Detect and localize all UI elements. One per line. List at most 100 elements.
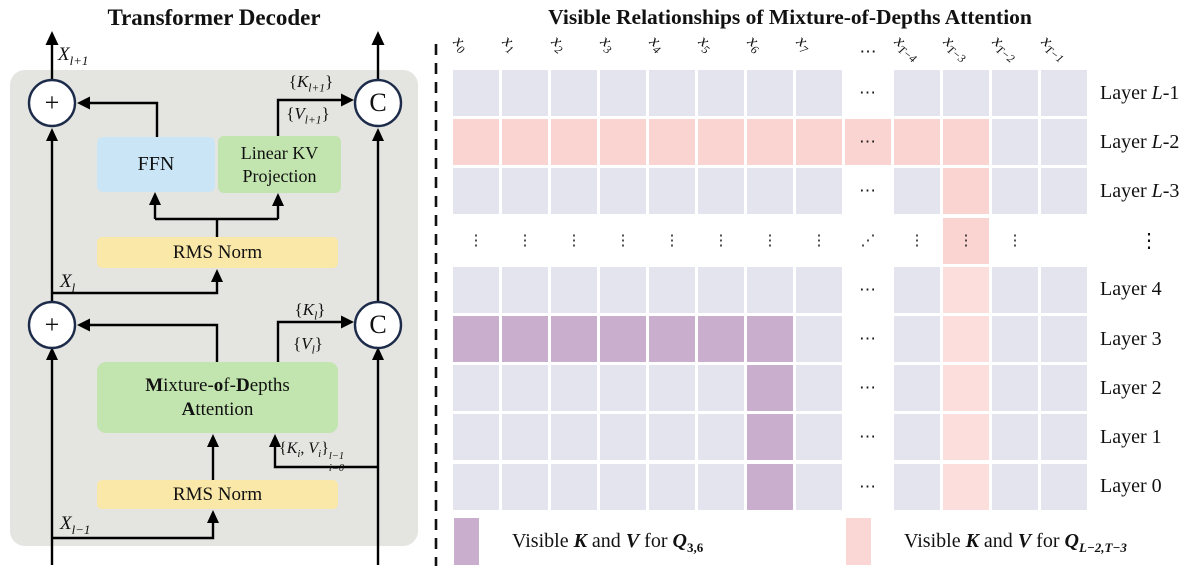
rms-norm-top-label: RMS Norm bbox=[172, 241, 263, 263]
grid-cell: ⋯ bbox=[845, 119, 891, 166]
grid-cell bbox=[747, 365, 793, 412]
grid-cell bbox=[649, 414, 695, 461]
ellipsis-glyph: ⋮ bbox=[1007, 233, 1023, 250]
grid-cell bbox=[894, 119, 940, 166]
grid-cell bbox=[894, 463, 940, 510]
grid-cell bbox=[747, 119, 793, 166]
header-ellipsis: ⋯ bbox=[859, 42, 877, 61]
grid-cell bbox=[747, 463, 793, 510]
grid-cell bbox=[894, 316, 940, 362]
grid-cell bbox=[453, 168, 499, 215]
legend-label-q36: Visible K and V for Q3,6 bbox=[512, 530, 704, 555]
grid-cell: ⋮ bbox=[796, 218, 842, 264]
grid-cell bbox=[453, 70, 499, 116]
grid-cell bbox=[600, 365, 646, 412]
grid-cell bbox=[943, 70, 989, 116]
grid-cell bbox=[894, 168, 940, 215]
grid-cell bbox=[453, 414, 499, 461]
grid-cell bbox=[551, 119, 597, 166]
grid-cell bbox=[698, 119, 744, 166]
grid-cell bbox=[943, 316, 989, 362]
grid-cell bbox=[992, 316, 1038, 362]
grid-cell bbox=[1041, 70, 1087, 116]
grid-cell: ⋯ bbox=[845, 414, 891, 460]
grid-cell bbox=[698, 316, 744, 362]
row-label-dots: ⋮ bbox=[1139, 230, 1159, 253]
grid-cell bbox=[992, 119, 1038, 166]
ellipsis-glyph: ⋮ bbox=[664, 233, 680, 250]
v-cur-label: {Vl} bbox=[293, 334, 323, 357]
ellipsis-glyph: ⋯ bbox=[859, 329, 877, 348]
concat-operator-bottom: C bbox=[369, 310, 387, 339]
concat-operator-top: C bbox=[369, 88, 387, 117]
grid-cell bbox=[453, 365, 499, 412]
grid-cell bbox=[453, 316, 499, 362]
grid-cell: ⋯ bbox=[845, 316, 891, 362]
ellipsis-glyph: ⋯ bbox=[859, 378, 877, 398]
grid-cell bbox=[502, 414, 548, 461]
ffn-label: FFN bbox=[137, 153, 175, 175]
row-label: Layer 1 bbox=[1100, 425, 1162, 448]
grid-cell bbox=[551, 316, 597, 362]
k-cur-label: {Kl} bbox=[294, 300, 326, 323]
row-label: Layer 3 bbox=[1100, 327, 1162, 350]
row-label: Layer 4 bbox=[1100, 278, 1162, 301]
grid-cell bbox=[992, 70, 1038, 116]
grid-cell bbox=[747, 316, 793, 362]
signal-lines bbox=[50, 42, 380, 565]
grid-cell bbox=[698, 266, 744, 313]
grid-cell bbox=[600, 70, 646, 116]
ellipsis-glyph: ⋰ bbox=[860, 233, 876, 250]
grid-cell bbox=[600, 316, 646, 362]
grid-cell bbox=[943, 463, 989, 510]
grid-cell bbox=[502, 463, 548, 510]
rms-norm-bottom-box bbox=[97, 480, 338, 509]
grid-cell bbox=[698, 365, 744, 412]
k-next-label: {Kl+1} bbox=[288, 72, 334, 95]
ellipsis-glyph: ⋮ bbox=[811, 233, 827, 250]
grid-cell: ⋮ bbox=[551, 218, 597, 264]
grid-cell bbox=[649, 168, 695, 215]
add-operator-top: + bbox=[44, 88, 60, 117]
grid-cell bbox=[992, 168, 1038, 215]
legend-label-ql2t3: Visible K and V for QL−2,T−3 bbox=[904, 530, 1127, 555]
grid-cell bbox=[747, 70, 793, 116]
grid-cell bbox=[1041, 316, 1087, 362]
grid-cell: ⋮ bbox=[453, 218, 499, 264]
add-circle-top bbox=[27, 78, 77, 128]
grid-cell: ⋮ bbox=[992, 218, 1038, 264]
grid-cell: ⋰ bbox=[845, 218, 891, 264]
grid-cell bbox=[649, 463, 695, 510]
grid-cell bbox=[551, 266, 597, 313]
ellipsis-glyph: ⋮ bbox=[958, 233, 974, 250]
grid-cell bbox=[600, 168, 646, 215]
grid-cell bbox=[453, 119, 499, 166]
legend-swatch-ql2t3 bbox=[846, 518, 871, 565]
grid-cell bbox=[1041, 168, 1087, 215]
grid-cell: ⋯ bbox=[845, 464, 891, 510]
grid-cell bbox=[649, 70, 695, 116]
grid-cell bbox=[698, 414, 744, 461]
grid-cell bbox=[600, 463, 646, 510]
grid-cell bbox=[1041, 365, 1087, 412]
grid-cell: ⋮ bbox=[698, 218, 744, 264]
grid-cell bbox=[600, 119, 646, 166]
grid-cell bbox=[747, 414, 793, 461]
grid-cell bbox=[1041, 266, 1087, 313]
grid-cell bbox=[649, 266, 695, 313]
grid-cell bbox=[600, 266, 646, 313]
concat-circle-bottom bbox=[353, 300, 403, 350]
grid-cell bbox=[698, 463, 744, 510]
rms-norm-top-box bbox=[97, 237, 338, 268]
grid-cell bbox=[943, 119, 989, 166]
grid-cell bbox=[796, 365, 842, 412]
row-label: Layer 0 bbox=[1100, 475, 1162, 498]
grid-cell: ⋮ bbox=[502, 218, 548, 264]
x-next-label: Xl+1 bbox=[58, 44, 89, 68]
grid-cell bbox=[453, 266, 499, 313]
grid-cell bbox=[943, 414, 989, 461]
ellipsis-glyph: ⋮ bbox=[566, 233, 582, 250]
